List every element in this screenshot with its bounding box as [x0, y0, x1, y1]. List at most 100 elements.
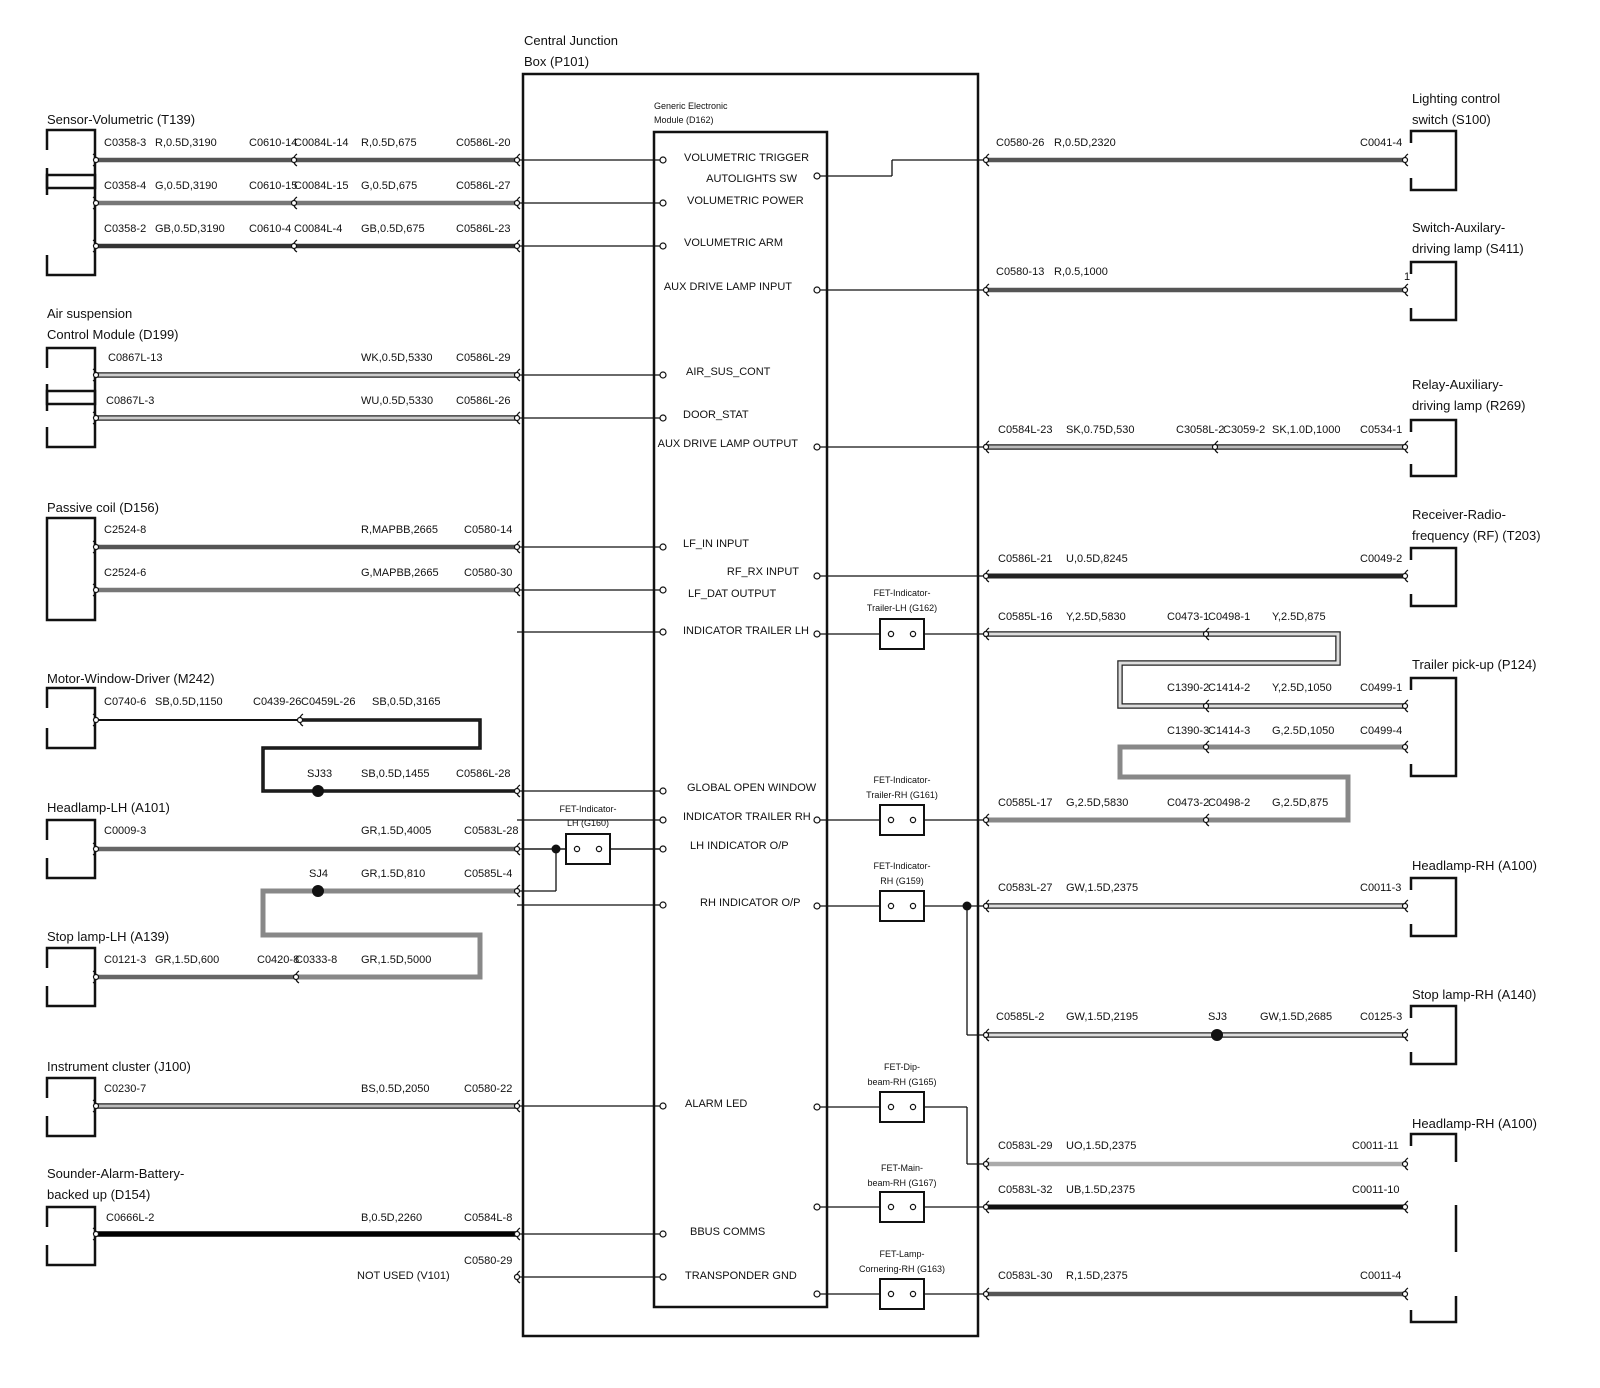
splice-node: [312, 785, 324, 797]
wire-label: G,2.5D,1050: [1272, 725, 1334, 737]
wire-label: C0580-14: [464, 524, 512, 536]
junction-box-title: Box (P101): [524, 54, 589, 69]
inline-connector-pin: [290, 199, 298, 207]
wire-label: C0009-3: [104, 825, 146, 837]
connector-pin: [92, 716, 100, 724]
pin-label: VOLUMETRIC ARM: [684, 237, 783, 249]
pin-terminal: [659, 787, 667, 795]
wire-label: C0666L-2: [106, 1212, 154, 1224]
connector-pin: [92, 973, 100, 981]
component-frame: [1409, 129, 1458, 192]
fet-label: FET-Indicator-: [559, 804, 616, 814]
wire-route: [1118, 632, 1405, 708]
fet-pin: [909, 1203, 917, 1211]
pin-terminal: [813, 1290, 821, 1298]
component-frame: [1409, 418, 1458, 478]
connector-pin: [1401, 702, 1409, 710]
wire-label: C0534-1: [1360, 424, 1402, 436]
component-frame: [45, 1205, 97, 1267]
component-label: Headlamp-RH (A100): [1412, 1116, 1537, 1131]
wire-label: GB,0.5D,3190: [155, 223, 225, 235]
wire-label: Y,2.5D,1050: [1272, 682, 1332, 694]
pin-terminal: [659, 1230, 667, 1238]
connector-pin: [513, 887, 521, 895]
wire-label: R,1.5D,2375: [1066, 1270, 1128, 1282]
component-label: Switch-Auxilary-: [1412, 220, 1505, 235]
wire-label: U,0.5D,8245: [1066, 553, 1128, 565]
pin-terminal: [659, 371, 667, 379]
wire-label: C0610-4: [249, 223, 291, 235]
wire-label: C0439-26: [253, 696, 301, 708]
wire-label: C1414-2: [1208, 682, 1250, 694]
fet-label: FET-Indicator-: [873, 588, 930, 598]
wire-outline: [1117, 631, 1405, 709]
connector-pin: [1401, 443, 1409, 451]
wire-label: C0084L-14: [294, 137, 348, 149]
component-label: Instrument cluster (J100): [47, 1059, 191, 1074]
pin-label: VOLUMETRIC POWER: [687, 195, 804, 207]
inline-connector-pin: [292, 973, 300, 981]
pin-label: GLOBAL OPEN WINDOW: [687, 782, 817, 794]
pin-label: RF_RX INPUT: [727, 566, 799, 578]
pin-terminal: [659, 845, 667, 853]
component-body: [45, 516, 97, 622]
wire-label: C0586L-26: [456, 395, 510, 407]
wire-label: C0583L-32: [998, 1184, 1052, 1196]
pin-label: AUTOLIGHTS SW: [706, 173, 797, 185]
wire-label: UO,1.5D,2375: [1066, 1140, 1136, 1152]
fet-pin: [909, 1290, 917, 1298]
fet-label: FET-Indicator-: [873, 775, 930, 785]
inline-connector-pin: [1202, 816, 1210, 824]
component-frame: [45, 1076, 97, 1138]
connector-pin: [92, 414, 100, 422]
pin-terminal: [659, 543, 667, 551]
fet-pin: [887, 1290, 895, 1298]
connector-pin: [982, 1290, 990, 1298]
pin-terminal: [659, 199, 667, 207]
wire-label: C0586L-28: [456, 768, 510, 780]
wire-label: C0011-11: [1352, 1140, 1399, 1152]
wire-label: R,0.5D,2320: [1054, 137, 1116, 149]
wire-label: C1414-3: [1208, 725, 1250, 737]
connector-pin: [513, 787, 521, 795]
wire-route: [262, 719, 517, 792]
wire-label: C0498-2: [1208, 797, 1250, 809]
connector-pin: [982, 1031, 990, 1039]
wire-label: C0583L-28: [464, 825, 518, 837]
inline-connector-pin: [1211, 443, 1219, 451]
fet-label: FET-Lamp-: [879, 1249, 924, 1259]
frames-layer: [45, 72, 1458, 1338]
connector-pin: [982, 902, 990, 910]
wire-label: C0583L-30: [998, 1270, 1052, 1282]
wire-label: C0867L-13: [108, 352, 162, 364]
connector-pin: [513, 586, 521, 594]
connector-pin: [513, 1230, 521, 1238]
component-label: Stop lamp-RH (A140): [1412, 987, 1536, 1002]
pin-label: VOLUMETRIC TRIGGER: [684, 152, 809, 164]
wire-label: B,0.5D,2260: [361, 1212, 422, 1224]
gem-module-title: Module (D162): [654, 115, 714, 125]
fet-box: [879, 618, 925, 650]
wire-label: GW,1.5D,2195: [1066, 1011, 1138, 1023]
pin-terminal: [659, 1273, 667, 1281]
component-frame: [45, 686, 97, 750]
fet-pin: [887, 1203, 895, 1211]
inline-connector-pin: [1202, 630, 1210, 638]
fet-pin: [573, 845, 581, 853]
wire-route: [260, 888, 517, 980]
wire-label: C0011-4: [1360, 1270, 1401, 1282]
connector-pin: [1401, 156, 1409, 164]
component-label: Motor-Window-Driver (M242): [47, 671, 215, 686]
wire-route: [261, 718, 517, 793]
wire-label: G,2.5D,875: [1272, 797, 1328, 809]
wire-label: C0580-29: [464, 1255, 512, 1267]
wire-label: G,0.5D,3190: [155, 180, 217, 192]
connector-pin: [92, 1230, 100, 1238]
wire-label: C0041-4: [1360, 137, 1402, 149]
fet-pin: [887, 630, 895, 638]
component-label: Sensor-Volumetric (T139): [47, 112, 195, 127]
connector-pin: [1401, 1203, 1409, 1211]
pin-terminal: [813, 1103, 821, 1111]
wire-label: C0499-1: [1360, 682, 1402, 694]
